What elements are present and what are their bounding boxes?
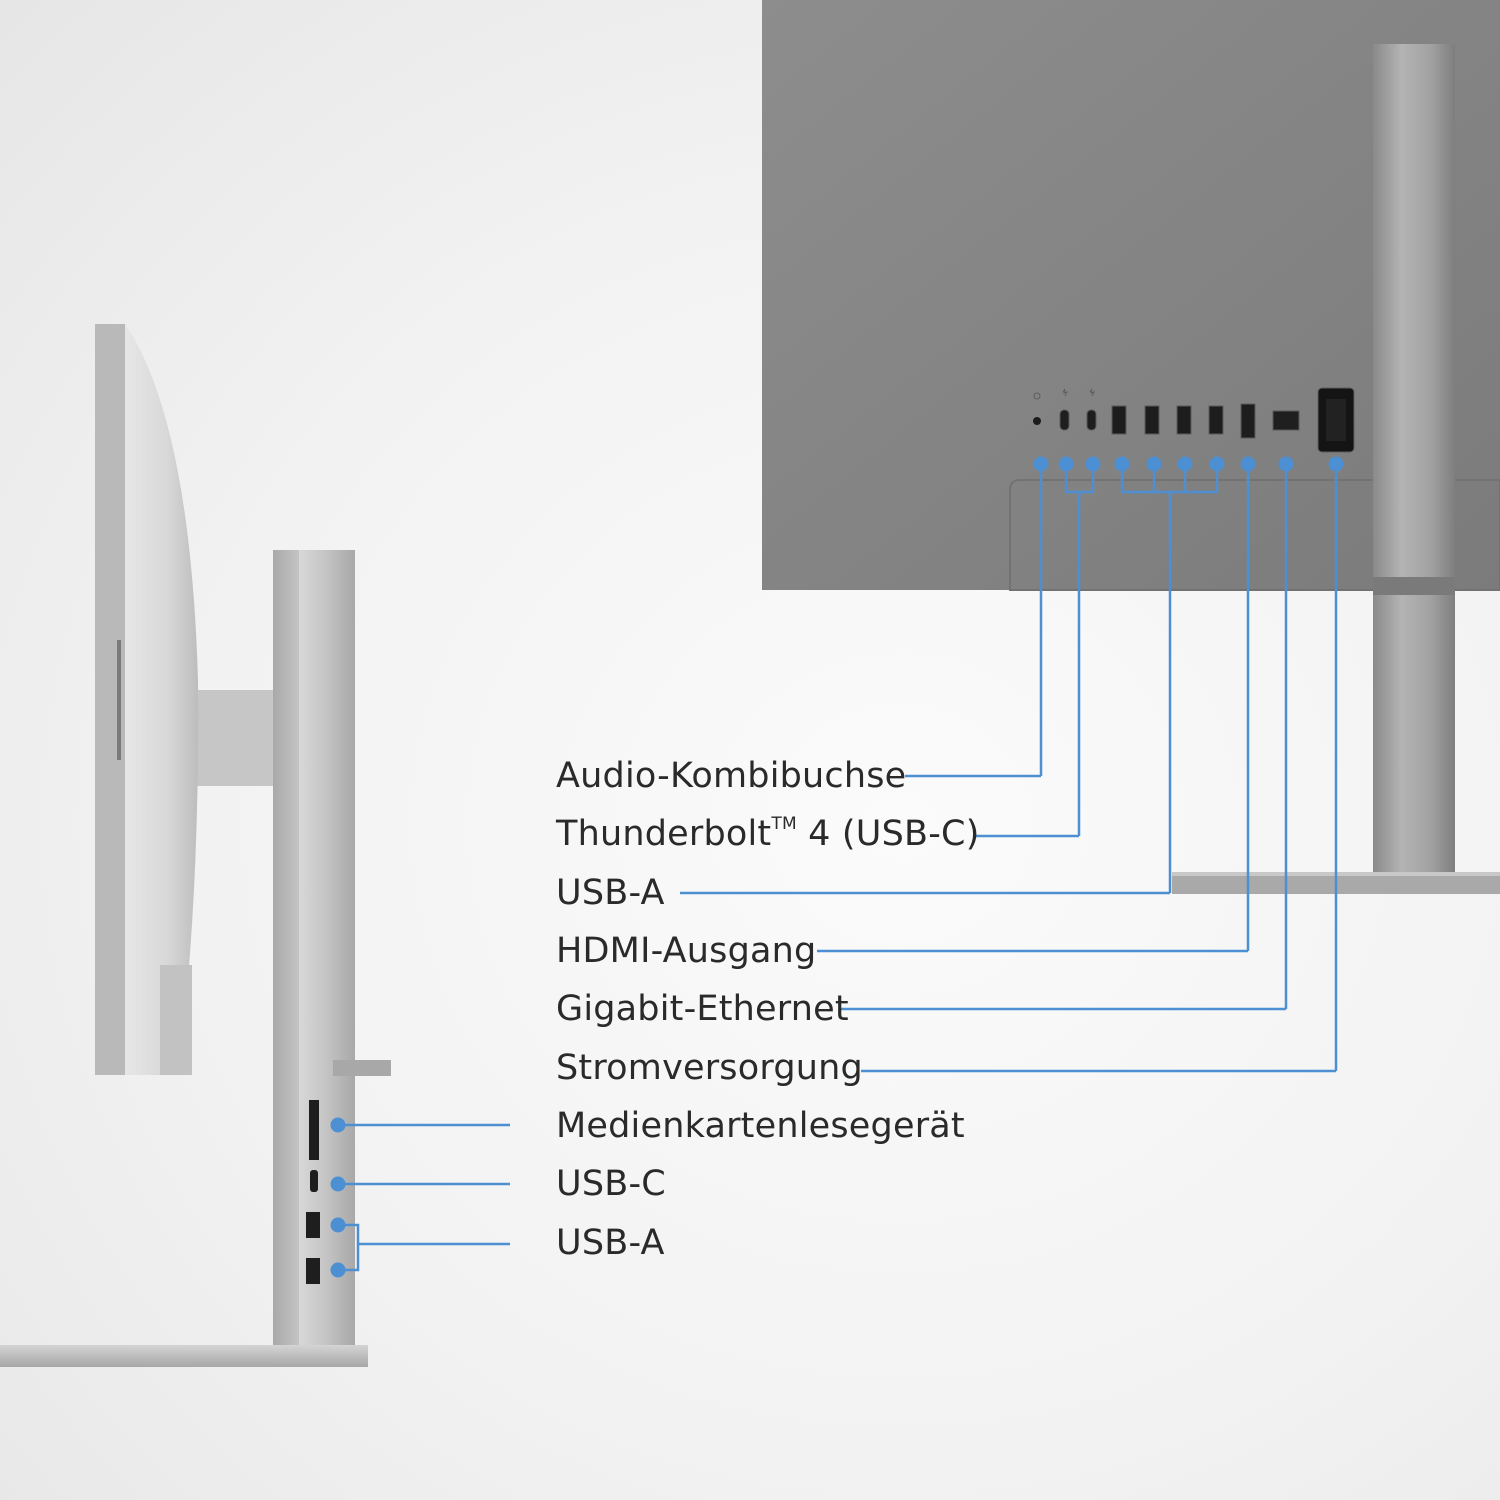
side-cable-clip <box>333 1060 391 1076</box>
label-thunderbolt-name: Thunderbolt <box>556 814 772 854</box>
sd-card-icon <box>309 1100 319 1160</box>
label-usb-c-side: USB-C <box>556 1164 666 1204</box>
rear-ports <box>1033 387 1355 453</box>
label-usb-a-rear: USB-A <box>556 873 665 913</box>
monitor-side-view <box>0 324 510 1367</box>
side-slot <box>117 640 121 760</box>
stand-pole <box>1373 44 1455 874</box>
monitor-back-view <box>680 0 1500 1073</box>
hdmi-icon <box>1240 403 1256 439</box>
rear-callout-lines <box>680 464 1338 1073</box>
audio-jack-icon <box>1033 417 1041 425</box>
usb-icon <box>1208 405 1224 435</box>
side-callout-dots <box>330 1117 346 1278</box>
label-power-supply: Stromversorgung <box>556 1048 863 1088</box>
label-gigabit-ethernet: Gigabit-Ethernet <box>556 989 849 1029</box>
label-thunderbolt-version: 4 (USB-C) <box>796 814 980 854</box>
rear-cover-outline <box>1009 479 1500 591</box>
label-thunderbolt: ThunderboltTM 4 (USB-C) <box>556 814 980 854</box>
thunderbolt-icon <box>1086 409 1097 431</box>
ethernet-icon <box>1272 410 1300 431</box>
rear-callout-dots <box>1033 456 1344 472</box>
label-usb-a-side: USB-A <box>556 1223 665 1263</box>
label-thunderbolt-trademark: TM <box>771 814 797 834</box>
side-stand-base <box>0 1345 368 1367</box>
usb-icon <box>310 1170 318 1192</box>
thunderbolt-icon <box>1059 409 1070 431</box>
side-callout-lines <box>338 1123 510 1272</box>
label-audio-combo-jack: Audio-Kombibuchse <box>556 756 907 796</box>
usb-icon <box>306 1258 320 1284</box>
label-card-reader: Medienkartenlesegerät <box>556 1106 965 1146</box>
usb-icon <box>1176 405 1192 435</box>
usb-icon <box>1111 405 1127 435</box>
usb-icon <box>306 1212 320 1238</box>
stand-pole-collar <box>1373 577 1455 595</box>
usb-icon <box>1144 405 1160 435</box>
label-hdmi-out: HDMI-Ausgang <box>556 931 817 971</box>
